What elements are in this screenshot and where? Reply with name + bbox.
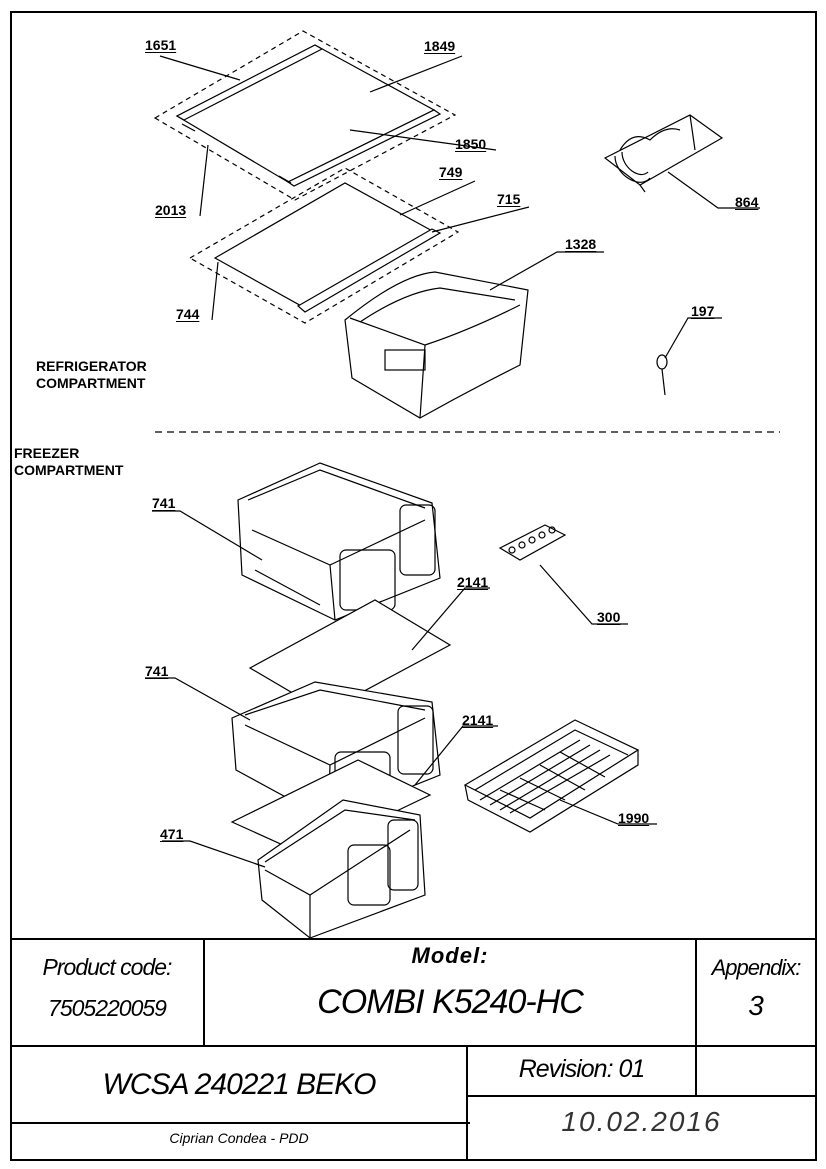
- callout-2013: 2013: [155, 202, 187, 218]
- title-block-mid-rule: [10, 1045, 817, 1047]
- freezer-label-line2: COMPARTMENT: [14, 462, 124, 478]
- author-rule: [10, 1122, 470, 1124]
- refrigerator-label-line1: REFRIGERATOR: [36, 358, 147, 374]
- shelf-assembly-boundary-2: [188, 167, 460, 324]
- model-label: Model:: [411, 943, 489, 968]
- product-code-label: Product code:: [42, 954, 173, 980]
- tray-1990-shape: [463, 719, 640, 833]
- callout-1850: 1850: [455, 136, 487, 152]
- callout-2141-upper: 2141: [457, 574, 489, 590]
- shelf-trim-1651: [175, 44, 324, 121]
- author: Ciprian Condea - PDD: [169, 1130, 309, 1146]
- revision: Revision: 01: [518, 1055, 646, 1083]
- callout-1328: 1328: [565, 236, 597, 252]
- drawing-frame: [10, 11, 817, 1161]
- callout-1849: 1849: [424, 38, 456, 54]
- product-code-value: 7505220059: [48, 995, 167, 1021]
- callout-741-top: 741: [152, 495, 176, 511]
- door-bin-1328-shape: [344, 271, 529, 419]
- callout-744: 744: [176, 306, 200, 322]
- refrigerator-compartment-label: REFRIGERATOR COMPARTMENT: [36, 358, 147, 392]
- glass-shelf-1849: [175, 44, 436, 183]
- callout-864: 864: [735, 194, 759, 210]
- model-value: COMBI K5240-HC: [317, 983, 584, 1021]
- callout-471: 471: [160, 826, 184, 842]
- title-block-top-rule: [10, 938, 817, 940]
- callout-1651: 1651: [145, 37, 177, 53]
- appendix-value: 3: [748, 990, 764, 1021]
- freezer-compartment-label: FREEZER COMPARTMENT: [14, 445, 123, 479]
- callout-2141-lower: 2141: [462, 712, 494, 728]
- shelf-trim-715: [296, 228, 442, 313]
- document-id: WCSA 240221 BEKO: [102, 1068, 376, 1101]
- date: 10.02.2016: [561, 1106, 722, 1137]
- ice-tray-300-shape: [498, 524, 567, 561]
- drawer-471-shape: [257, 799, 426, 939]
- callout-1990: 1990: [618, 810, 650, 826]
- callout-715: 715: [497, 191, 521, 207]
- shelf-assembly-boundary: [153, 30, 457, 201]
- date-rule: [466, 1095, 817, 1097]
- callout-749: 749: [439, 164, 463, 180]
- refrigerator-label-line2: COMPARTMENT: [36, 375, 146, 391]
- appendix-label: Appendix:: [711, 955, 802, 980]
- callout-300: 300: [597, 609, 621, 625]
- model-appendix-divider: [695, 938, 697, 1096]
- callout-197: 197: [691, 303, 715, 319]
- drawer-741-top-shape: [237, 462, 441, 621]
- freezer-label-line1: FREEZER: [14, 445, 80, 461]
- callout-741-middle: 741: [145, 663, 169, 679]
- code-model-divider: [203, 938, 205, 1046]
- part-197-shape: [656, 354, 668, 396]
- shelf-trim-1850: [286, 109, 442, 187]
- part-864-shape: [603, 114, 724, 193]
- document-revision-divider: [466, 1045, 468, 1161]
